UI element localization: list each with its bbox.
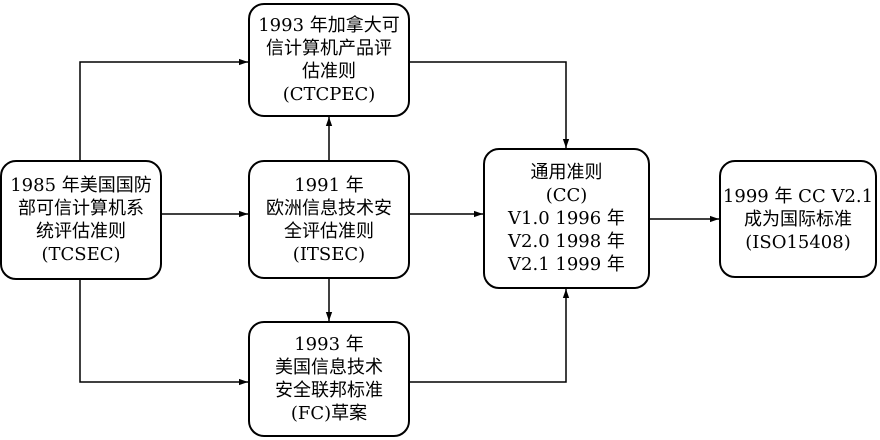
node-cc-line: V1.0 1996 年 [508, 208, 625, 229]
edge-ctcpec-to-cc [410, 61, 570, 148]
node-fc-line: 美国信息技术 [275, 357, 383, 378]
node-ctcpec-line: 信计算机产品评 [266, 38, 392, 59]
node-itsec-line: 1991 年 [294, 174, 364, 196]
edge-tcsec-to-ctcpec [79, 58, 248, 160]
node-tcsec-line: 统评估准则 [36, 221, 126, 242]
node-ctcpec: 1993 年加拿大可 信计算机产品评 估准则 (CTCPEC) [248, 3, 410, 117]
edge-fc-to-cc [410, 289, 570, 383]
node-ctcpec-line: (CTCPEC) [282, 84, 376, 105]
node-tcsec-line: (TCSEC) [41, 244, 121, 265]
node-itsec-line: 欧洲信息技术安 [266, 197, 392, 219]
node-iso: 1999 年 CC V2.1 成为国际标准 (ISO15408) [719, 160, 877, 278]
edge-tcsec-to-fc [79, 280, 248, 386]
node-cc: 通用准则 (CC) V1.0 1996 年 V2.0 1998 年 V2.1 1… [483, 148, 650, 289]
node-cc-line: (CC) [545, 185, 588, 206]
node-fc-line: 安全联邦标准 [275, 380, 383, 401]
node-itsec-line: 全评估准则 [284, 220, 374, 242]
node-cc-line: V2.1 1999 年 [508, 254, 625, 275]
node-tcsec-line: 部可信计算机系 [18, 198, 144, 219]
node-cc-line: V2.0 1998 年 [508, 231, 625, 252]
node-tcsec: 1985 年美国国防 部可信计算机系 统评估准则 (TCSEC) [0, 160, 162, 280]
node-cc-line: 通用准则 [530, 162, 603, 183]
node-itsec: 1991 年 欧洲信息技术安 全评估准则 (ITSEC) [248, 160, 410, 279]
node-fc: 1993 年 美国信息技术 安全联邦标准 (FC)草案 [248, 321, 410, 437]
node-ctcpec-line: 估准则 [302, 61, 356, 82]
node-tcsec-line: 1985 年美国国防 [10, 175, 152, 196]
node-iso-line: 1999 年 CC V2.1 [722, 185, 874, 207]
node-iso-line: 成为国际标准 [744, 208, 852, 230]
node-fc-line: 1993 年 [294, 334, 364, 355]
node-itsec-line: (ITSEC) [292, 243, 366, 265]
node-fc-line: (FC)草案 [290, 403, 368, 424]
node-ctcpec-line: 1993 年加拿大可 [258, 15, 400, 36]
node-iso-line: (ISO15408) [745, 231, 851, 253]
